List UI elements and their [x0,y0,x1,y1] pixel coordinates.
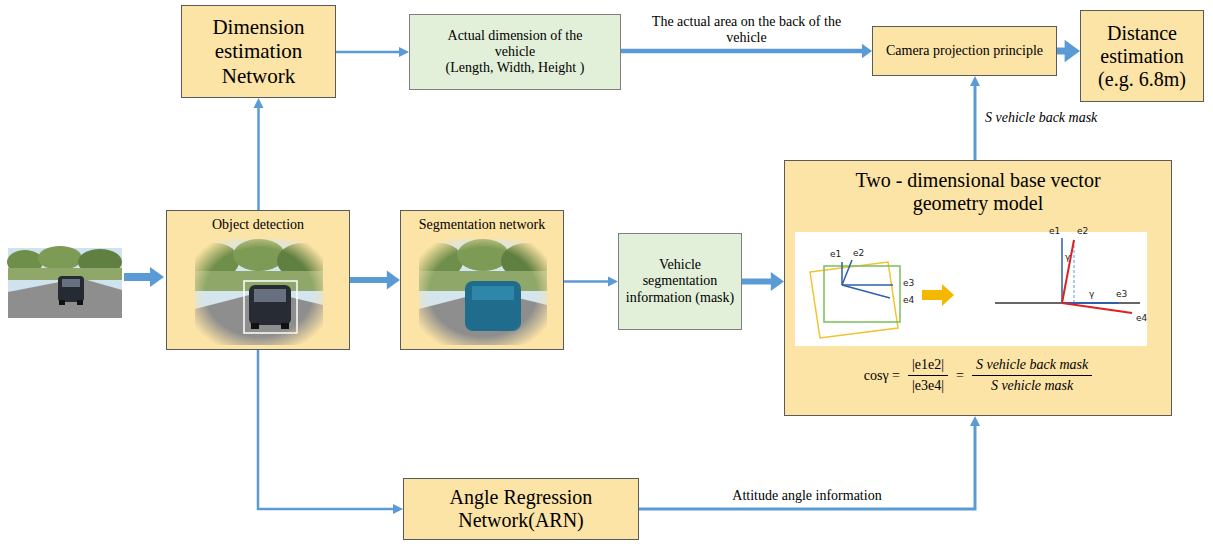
node-label: Dimension estimation Network [188,15,329,87]
connector [1057,40,1080,62]
connector [336,47,409,57]
connector [742,272,784,291]
fraction-denominator: |e3e4| [908,376,948,394]
segmentation-image [419,239,547,345]
fraction-numerator: |e1e2| [908,357,948,376]
fraction: S vehicle back maskS vehicle mask [972,357,1092,394]
fraction-denominator: S vehicle mask [987,376,1077,394]
formula-text: cosγ = [864,368,900,384]
network-box: Object detection [166,210,350,350]
node-label: Angle Regression Network(ARN) [410,486,632,532]
edge-label: Attitude angle information [730,488,883,504]
network-box: Angle Regression Network(ARN) [403,478,639,540]
vector-label: e4 [1136,314,1147,323]
node-label: Object detection [167,217,349,233]
connector [254,98,264,210]
output-box: Distance estimation (e.g. 6.8m) [1080,10,1204,102]
data-box: Actual dimension of the vehicle(Length, … [409,14,621,90]
vector-label: e3 [903,279,914,288]
edge-label: The actual area on the back of the vehic… [642,14,851,46]
detection-image [195,239,323,345]
fraction: |e1e2||e3e4| [908,357,948,394]
node-label: Actual dimension of the vehicle [432,28,598,60]
connector [970,76,980,160]
input-arrow [124,267,164,287]
connector [258,350,403,514]
vector-label: e1 [830,250,841,259]
data-box: Vehicle segmentation information (mask) [618,233,742,330]
node-label: Camera projection principle [886,43,1043,59]
process-box: Camera projection principle [872,26,1057,76]
network-box: Segmentation network [400,210,564,350]
connector [564,277,618,287]
input-image [7,246,122,318]
vector-label: e2 [853,249,864,258]
vector-label: e2 [1077,227,1088,236]
edge-label: S vehicle back mask [983,110,1099,126]
node-title: Two - dimensional base vector geometry m… [835,169,1121,215]
vector-label: e1 [1049,227,1060,236]
vector-label: e3 [1116,290,1127,299]
network-box: Dimension estimation Network [181,5,336,98]
vector-label: γ [1065,253,1070,262]
connector [350,270,400,289]
node-label: Segmentation network [401,217,563,233]
node-label: Distance estimation (e.g. 6.8m) [1087,22,1197,91]
fraction-numerator: S vehicle back mask [972,357,1092,376]
model-box: Two - dimensional base vector geometry m… [784,160,1172,416]
vector-label: e4 [903,296,914,305]
formula: cosγ = |e1e2||e3e4| = S vehicle back maskS … [785,357,1171,394]
connector [639,416,980,509]
vector-label: γ [1089,290,1094,299]
node-label: (Length, Width, Height ) [446,60,585,76]
node-label: Vehicle segmentation information (mask) [625,257,735,305]
formula-text: = [956,368,964,384]
